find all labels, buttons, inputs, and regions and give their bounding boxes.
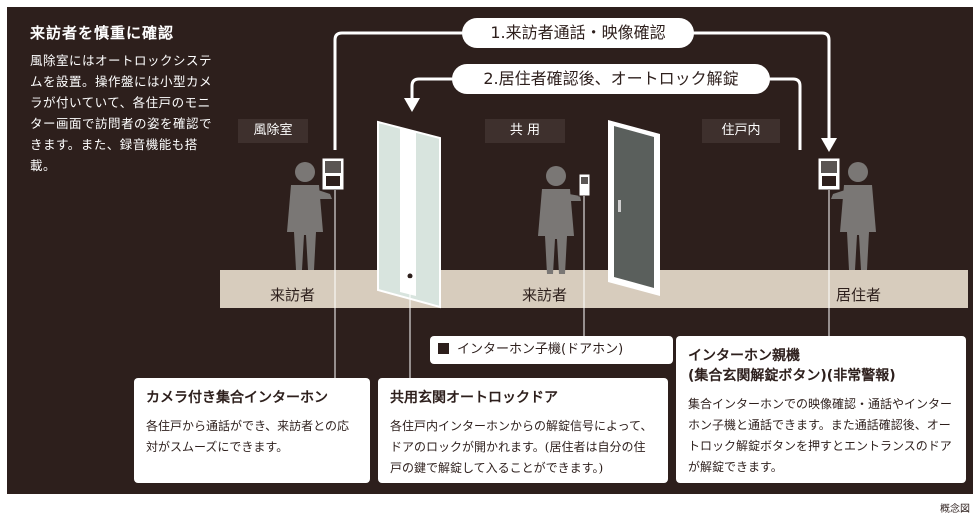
door-phone-icon — [578, 173, 591, 197]
intro-title: 来訪者を慎重に確認 — [30, 24, 175, 42]
dwelling-door-icon — [608, 120, 660, 296]
floor-label-resident: 居住者 — [836, 286, 882, 304]
callout-autolock-door: 共用玄関オートロックドア 各住戸内インターホンからの解錠信号によって、ドアのロッ… — [378, 378, 668, 483]
autolock-door-icon — [377, 120, 441, 309]
step1-label: 1.来訪者通話・映像確認 — [462, 18, 694, 48]
callout-master-intercom: インターホン親機 (集合玄関解錠ボタン)(非常警報) 集合インターホンでの映像確… — [676, 336, 966, 483]
callout-autolock-body: 各住戸内インターホンからの解錠信号によって、ドアのロックが開かれます。(居住者は… — [390, 419, 653, 475]
callout-camera-body: 各住戸から通話ができ、来訪者との応対がスムーズにできます。 — [146, 419, 350, 454]
arrow-step2-head — [404, 98, 420, 112]
callout-master-title-2: (集合玄関解錠ボタン)(非常警報) — [688, 368, 896, 384]
zone-label-vestibule: 風除室 — [238, 119, 308, 143]
callout-camera-intercom: カメラ付き集合インターホン 各住戸から通話ができ、来訪者との応対がスムーズにでき… — [134, 378, 370, 483]
visitor-figure-1 — [287, 162, 332, 270]
zone-label-common: 共 用 — [485, 119, 565, 143]
visitor-figure-2 — [538, 166, 581, 274]
subunit-label: インターホン子機(ドアホン) — [430, 336, 673, 364]
concept-caption: 概念図 — [940, 504, 970, 515]
zone-label-dwelling: 住戸内 — [702, 119, 780, 143]
intro-body: 風除室にはオートロックシステムを設置。操作盤には小型カメラが付いていて、各住戸の… — [30, 53, 213, 173]
floor-label-visitor-1: 来訪者 — [270, 286, 316, 304]
resident-figure — [831, 162, 876, 270]
collective-intercom-icon — [321, 157, 345, 191]
master-intercom-icon — [817, 157, 841, 191]
floor-strip — [220, 270, 968, 308]
square-bullet-icon — [438, 343, 449, 354]
callout-camera-title: カメラ付き集合インターホン — [146, 390, 328, 406]
callout-master-title: インターホン親機 — [688, 348, 800, 364]
floor-label-visitor-2: 来訪者 — [522, 286, 568, 304]
subunit-text: インターホン子機(ドアホン) — [457, 342, 624, 357]
arrow-step1-head — [821, 138, 837, 152]
callout-autolock-title: 共用玄関オートロックドア — [390, 390, 558, 406]
step2-label: 2.居住者確認後、オートロック解錠 — [452, 64, 770, 94]
callout-master-body: 集合インターホンでの映像確認・通話やインターホン子機と通話できます。また通話確認… — [688, 397, 953, 474]
